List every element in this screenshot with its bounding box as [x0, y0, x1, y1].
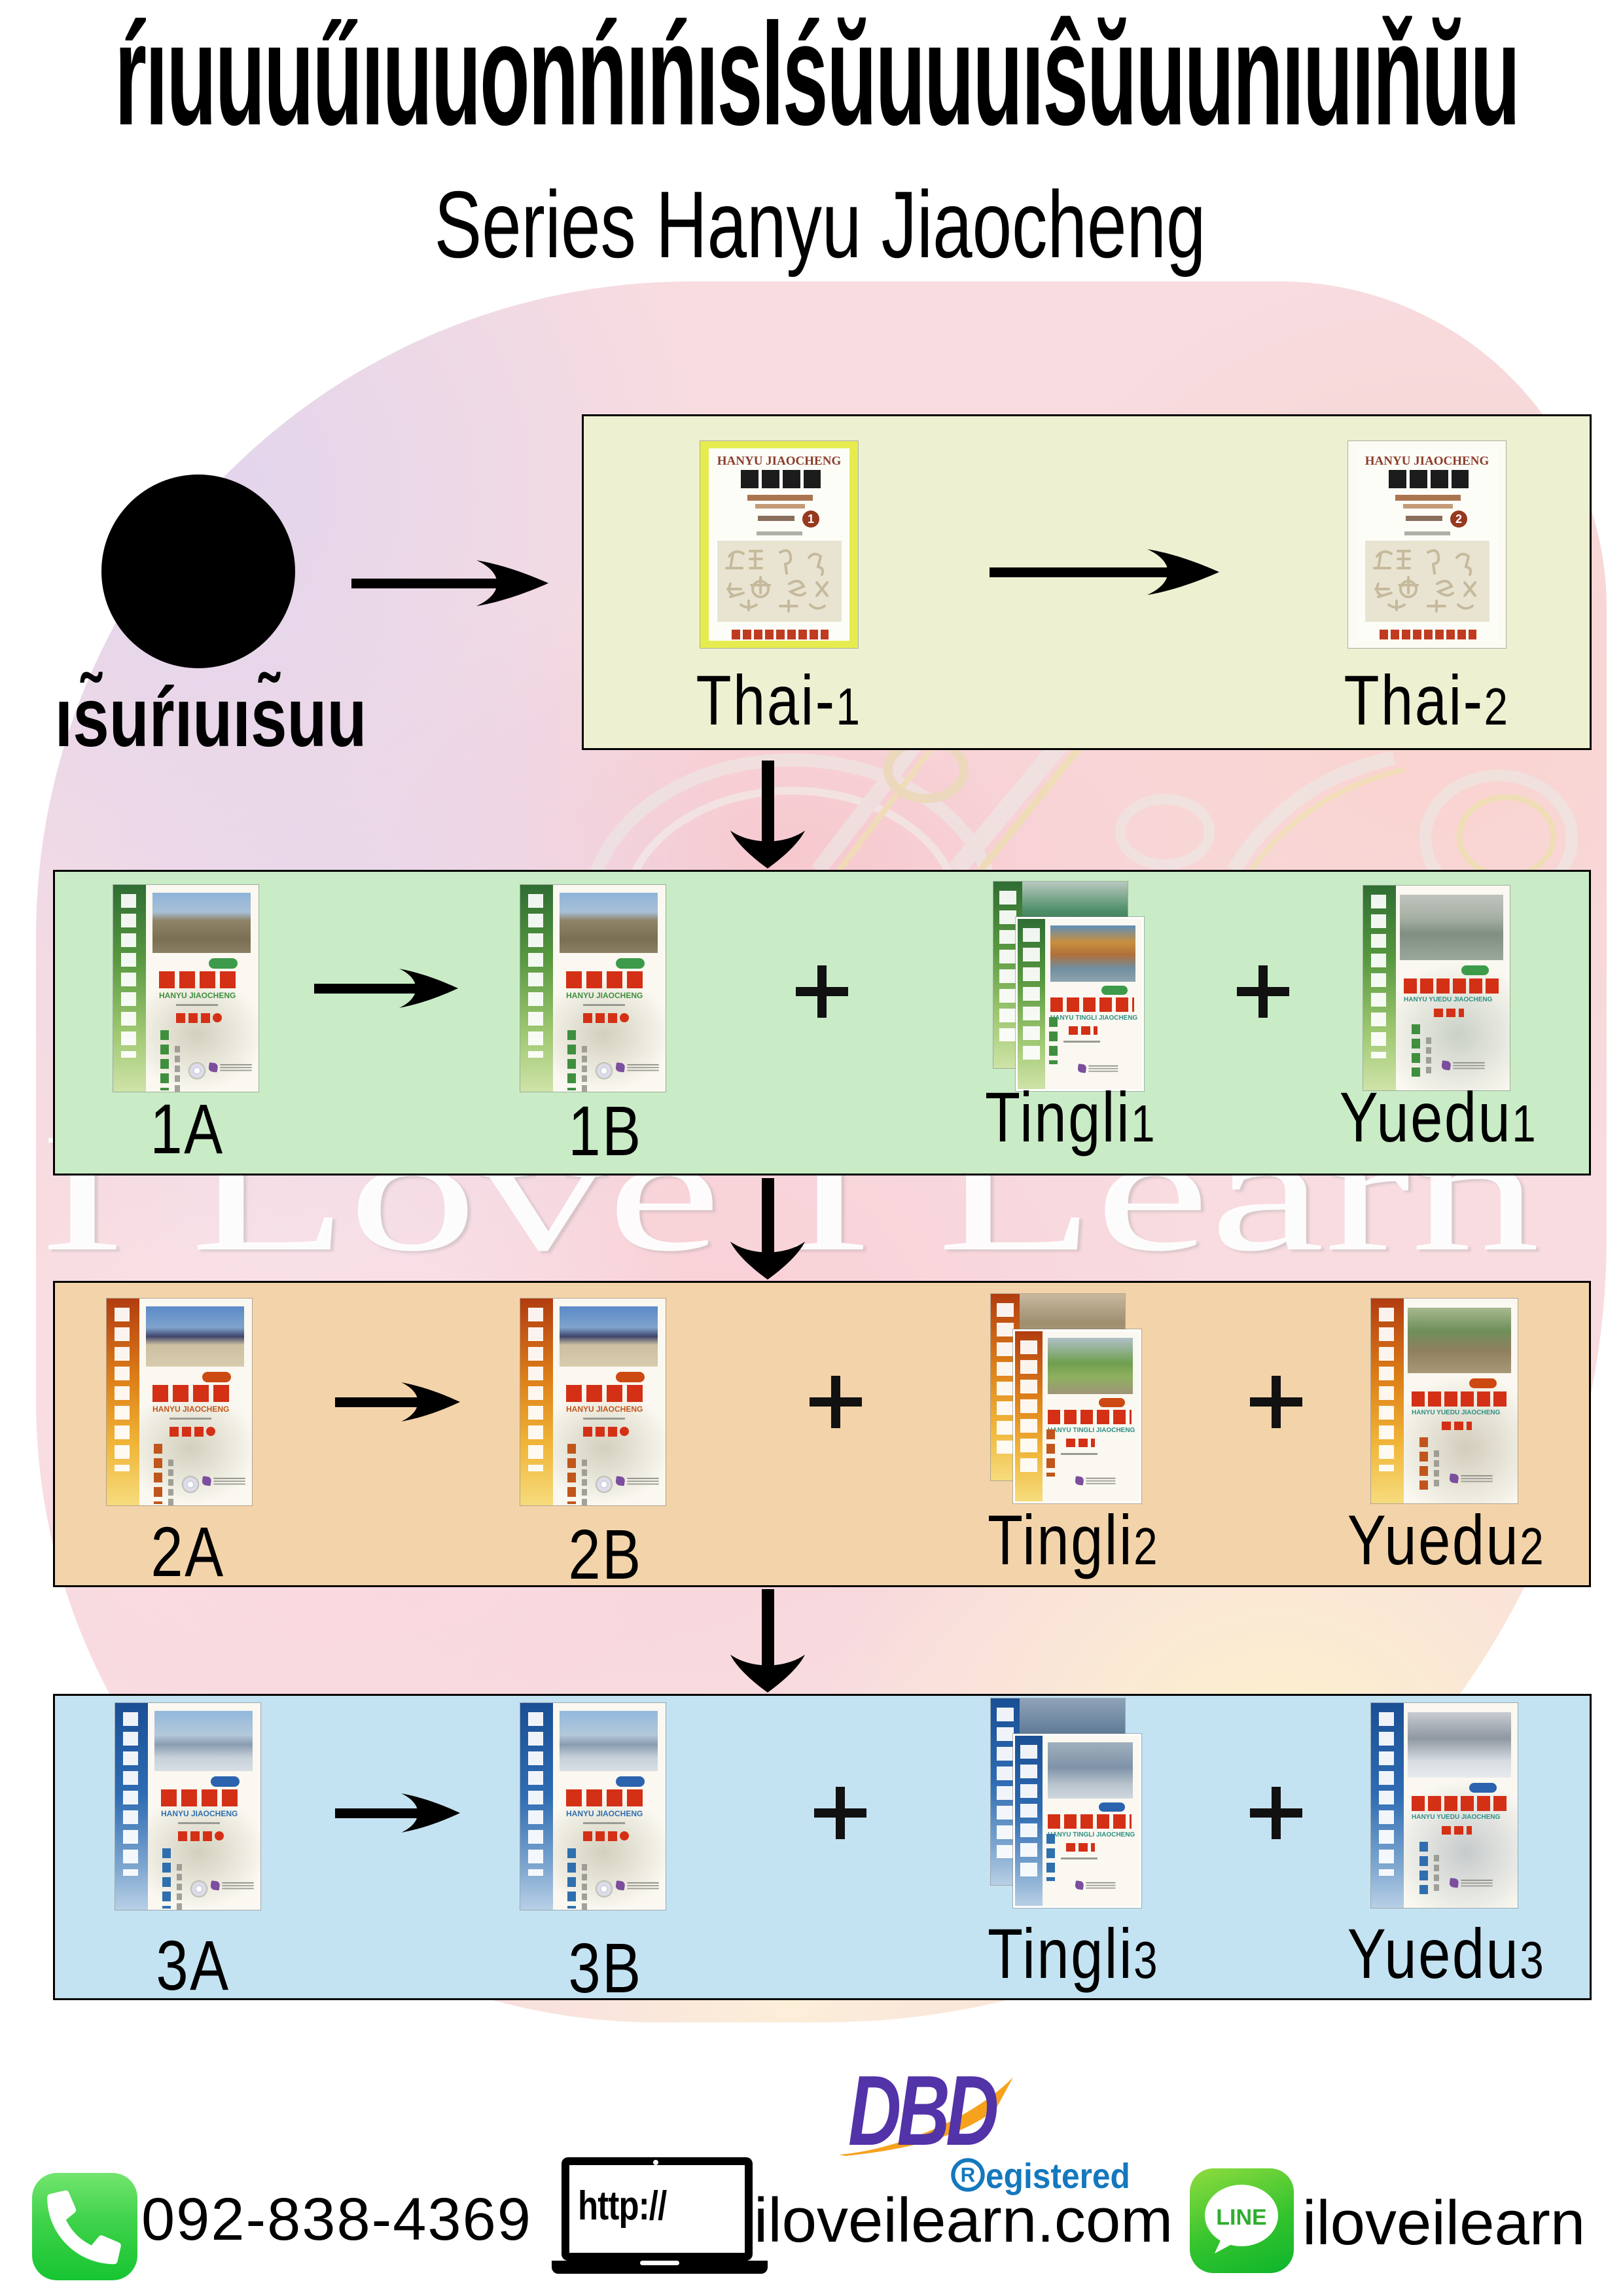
svg-text:LINE: LINE	[1216, 2205, 1266, 2230]
svg-text:R: R	[961, 2163, 976, 2186]
